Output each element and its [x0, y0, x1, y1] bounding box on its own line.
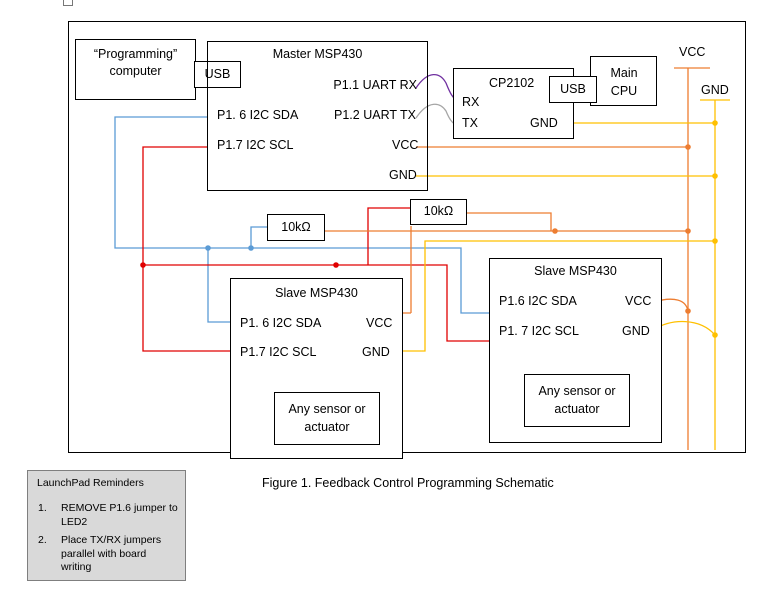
cpu-usb-label: USB [560, 82, 586, 96]
gnd-rail [700, 99, 730, 450]
corner-checkbox [63, 0, 73, 6]
sda-junction [205, 245, 211, 251]
reminders-title: LaunchPad Reminders [37, 477, 144, 489]
launchpad-reminders: LaunchPad Reminders 1. REMOVE P1.6 jumpe… [27, 470, 186, 581]
resistor-1 [267, 214, 325, 241]
resistor-2 [410, 199, 467, 225]
slave1-sensor-label: Any sensor or actuator [288, 402, 366, 434]
sda-wire [114, 116, 490, 323]
slave1-sensor [274, 392, 380, 445]
gnd-rail-label: GND [701, 83, 729, 97]
slave2-sensor [524, 374, 630, 427]
computer-usb-port [194, 61, 241, 88]
gnd-junction [712, 173, 718, 179]
gnd-junction [712, 238, 718, 244]
resistor-2-label: 10kΩ [423, 204, 454, 218]
gnd-junction [712, 120, 718, 126]
vcc-junction [552, 228, 558, 234]
slave2-p16: P1.6 I2C SDA [499, 294, 577, 308]
master-p17: P1.7 I2C SCL [217, 138, 294, 152]
slave2-sensor-label: Any sensor or actuator [538, 384, 616, 416]
scl-junction [333, 262, 339, 268]
master-p12: P1.2 UART TX [334, 108, 416, 122]
slave1-title: Slave MSP430 [275, 286, 358, 300]
vcc-rail-label: VCC [679, 45, 706, 59]
master-p11: P1.1 UART RX [333, 78, 417, 92]
slave2-title: Slave MSP430 [534, 264, 617, 278]
cp2102-gnd: GND [530, 116, 558, 130]
master-gnd: GND [389, 168, 417, 182]
vcc-junction [685, 144, 691, 150]
master-title: Master MSP430 [272, 47, 363, 61]
gnd-junction [712, 332, 718, 338]
slave1-gnd: GND [362, 345, 390, 359]
reminder-number-2: 2. [38, 534, 47, 546]
vcc-rail [674, 67, 710, 450]
master-msp430 [207, 41, 428, 191]
computer-usb-label: USB [204, 67, 231, 81]
slave2-vcc: VCC [625, 294, 652, 308]
cp2102-tx: TX [462, 116, 478, 130]
programming-computer [75, 39, 196, 100]
vcc-junction [685, 228, 691, 234]
figure-caption: Figure 1. Feedback Control Programming S… [262, 476, 554, 490]
main-cpu [590, 56, 657, 106]
reminder-number-1: 1. [38, 502, 47, 514]
cp2102-title: CP2102 [489, 76, 535, 90]
master-p16: P1. 6 I2C SDA [217, 108, 299, 122]
reminder-item-2: Place TX/RX jumpers parallel with board … [61, 534, 162, 574]
master-vcc: VCC [392, 138, 419, 152]
gnd-wire [391, 122, 716, 352]
slave2-gnd: GND [622, 324, 650, 338]
programming-computer-label: “Programming” computer [93, 47, 178, 78]
main-cpu-label: Main CPU [610, 66, 638, 98]
slave1-p16: P1. 6 I2C SDA [240, 316, 322, 330]
computer-usb-port-overlay [194, 61, 241, 88]
resistor-1-label: 10kΩ [281, 220, 311, 234]
scl-wire [142, 146, 490, 352]
sda-junction [248, 245, 254, 251]
reminder-item-1: REMOVE P1.6 jumper to LED2 [61, 502, 178, 528]
slave2-p17: P1. 7 I2C SCL [499, 324, 579, 338]
cp2102-rx: RX [462, 95, 480, 109]
scl-junction [140, 262, 146, 268]
vcc-junction [685, 308, 691, 314]
cpu-usb-port [549, 76, 597, 103]
slave1-vcc: VCC [366, 316, 393, 330]
slave1-p17: P1.7 I2C SCL [240, 345, 317, 359]
